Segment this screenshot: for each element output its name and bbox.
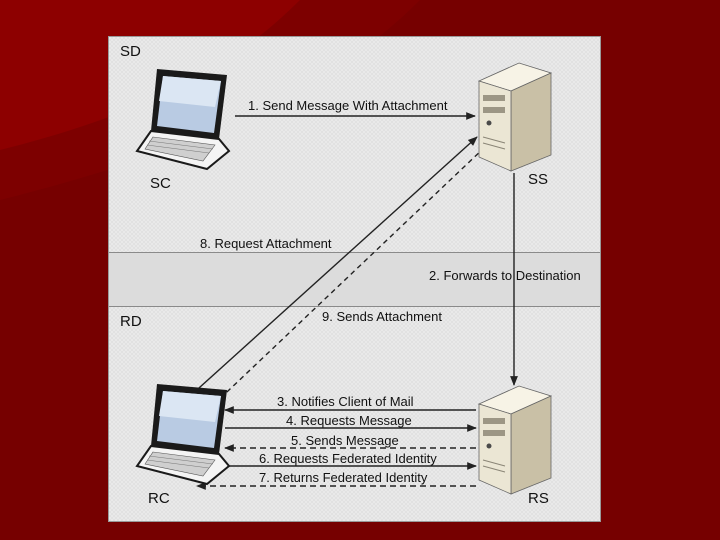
sender-domain-label: SD <box>120 43 141 60</box>
sender-client-laptop-icon <box>135 69 231 171</box>
recipient-domain-label: RD <box>120 313 142 330</box>
sender-server-icon <box>477 62 553 172</box>
step-9-label: 9. Sends Attachment <box>322 309 442 324</box>
email-flow-diagram: SD RD SC SS RC RS 1. Send Message With A… <box>108 36 601 522</box>
step-7-label: 7. Returns Federated Identity <box>259 470 428 485</box>
step-2-label: 2. Forwards to Destination <box>429 268 581 283</box>
step-3-label: 3. Notifies Client of Mail <box>277 394 414 409</box>
step-8-label: 8. Request Attachment <box>200 236 332 251</box>
arrow-step-8 <box>188 136 478 398</box>
sender-server-label: SS <box>528 171 549 188</box>
recipient-client-laptop-icon <box>135 384 231 486</box>
step-4-label: 4. Requests Message <box>286 413 412 428</box>
step-6-label: 6. Requests Federated Identity <box>259 451 437 466</box>
sender-client-label: SC <box>150 175 171 192</box>
flow-arrows <box>135 62 553 495</box>
recipient-server-label: RS <box>528 490 549 507</box>
step-1-label: 1. Send Message With Attachment <box>248 98 448 113</box>
step-5-label: 5. Sends Message <box>291 433 399 448</box>
recipient-client-label: RC <box>148 490 170 507</box>
recipient-server-icon <box>477 385 553 495</box>
transit-band <box>109 252 600 307</box>
arrow-step-9 <box>208 146 486 410</box>
